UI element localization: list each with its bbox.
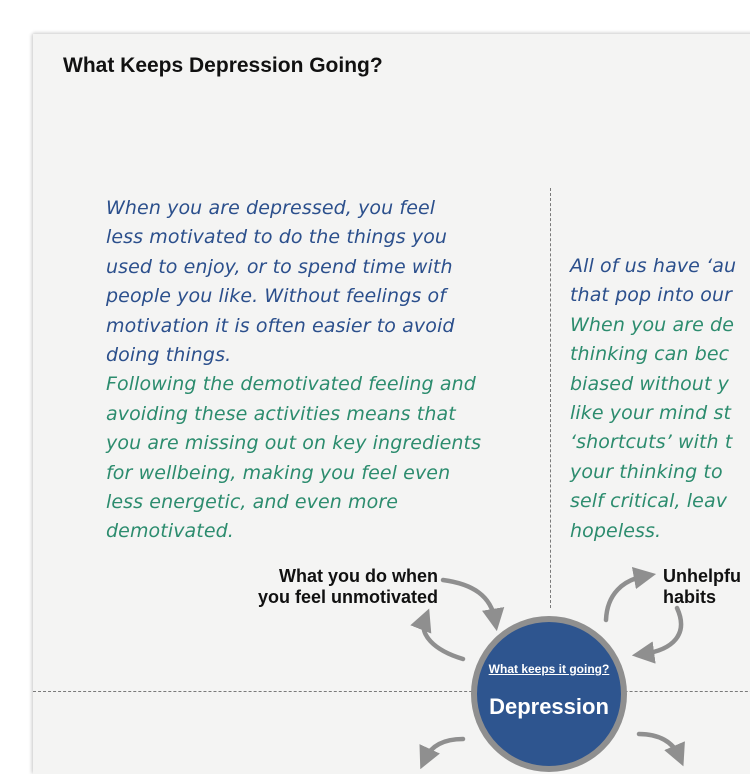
left-paragraph: When you are depressed, you feel less mo… (106, 194, 546, 547)
arrow-icon (631, 605, 684, 664)
text-line: All of us have ‘au (570, 255, 737, 277)
text-line: used to enjoy, or to spend time with (106, 255, 453, 278)
page-title: What Keeps Depression Going? (63, 54, 383, 77)
text-line: motivation it is often easier to avoid (106, 314, 455, 337)
text-line: less energetic, and even more (106, 491, 399, 514)
text-line: like your mind st (570, 402, 732, 425)
text-line: hopeless. (570, 519, 662, 542)
cycle-label-left: What you do when you feel unmotivated (193, 566, 438, 608)
text-line: When you are depressed, you feel (106, 197, 436, 219)
text-line: biased without y (570, 372, 729, 395)
text-line: less motivated to do the things you (106, 226, 448, 249)
cycle-arrows (410, 566, 685, 770)
text-line: for wellbeing, making you feel even (106, 461, 451, 484)
text-line: your thinking to (570, 460, 723, 483)
circle-title: Depression (489, 694, 609, 719)
horizontal-divider (33, 691, 750, 692)
text-line: ‘shortcuts’ with t (570, 431, 733, 454)
label-line: you feel unmotivated (257, 587, 438, 607)
arrow-icon (440, 577, 505, 632)
arrow-icon (636, 731, 685, 767)
arrow-icon (410, 608, 466, 662)
right-paragraph: All of us have ‘au that pop into our Whe… (570, 252, 750, 546)
text-line: thinking can bec (570, 343, 730, 366)
label-line: habits (663, 587, 717, 607)
depression-circle: What keeps it going? Depression (471, 616, 627, 772)
circle-subtitle: What keeps it going? (488, 662, 610, 676)
text-line: self critical, leav (570, 490, 728, 513)
vertical-divider (550, 188, 551, 608)
worksheet-page: What Keeps Depression Going? When you ar… (33, 34, 750, 774)
text-line: demotivated. (106, 520, 234, 543)
label-line: What you do when (279, 566, 438, 586)
arrow-icon (603, 566, 657, 623)
text-line: doing things. (106, 344, 232, 367)
text-line: Following the demotivated feeling and (106, 373, 476, 396)
text-line: When you are de (570, 313, 734, 336)
label-line: Unhelpfu (663, 566, 741, 586)
arrow-icon (419, 736, 466, 770)
text-line: avoiding these activities means that (106, 402, 456, 425)
cycle-label-right: Unhelpfu habits (663, 566, 741, 608)
text-line: you are missing out on key ingredients (106, 432, 482, 455)
text-line: people you like. Without feelings of (106, 285, 447, 308)
text-line: that pop into our (570, 284, 733, 307)
